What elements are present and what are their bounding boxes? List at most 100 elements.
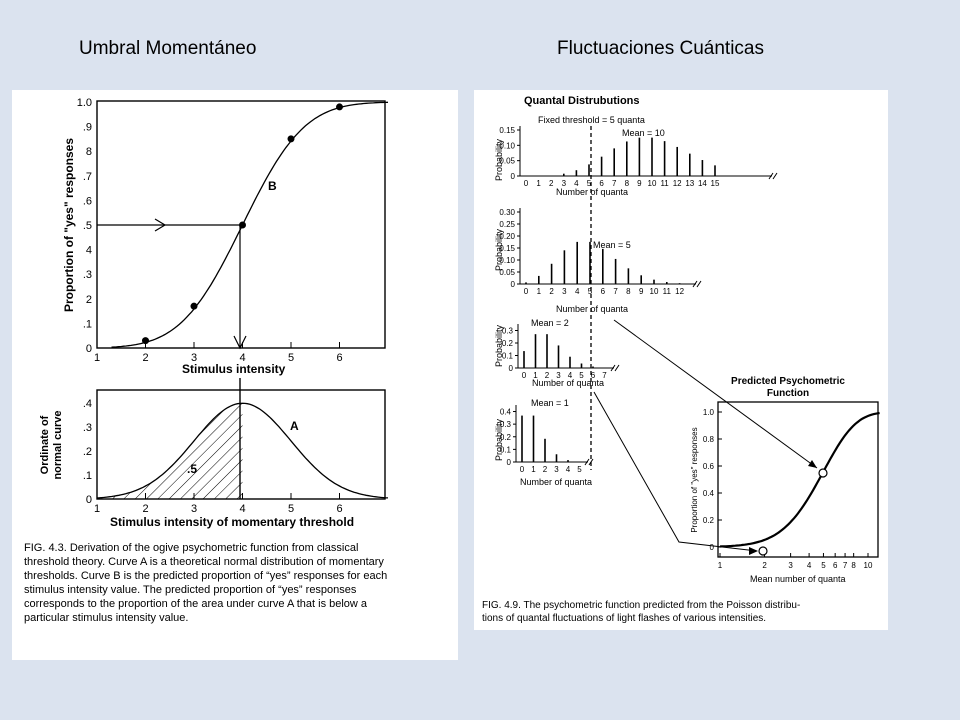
- y-tick-label: 0.25: [499, 220, 515, 229]
- x-tick-label: 4: [239, 352, 245, 364]
- x-tick-label: 11: [660, 179, 669, 188]
- x-tick-label: 15: [711, 179, 720, 188]
- y-tick-label: .3: [83, 269, 92, 281]
- y-tick-label: 0.1: [500, 445, 512, 454]
- x-tick-label: 1: [531, 465, 536, 474]
- x-tick-label: 5: [577, 465, 582, 474]
- x-tick-label: 5: [588, 287, 593, 296]
- bottom-y-axis-label-2: normal curve: [52, 410, 64, 479]
- x-tick-label: 3: [556, 371, 561, 380]
- x-tick-label: 5: [288, 352, 294, 364]
- x-tick-label: 6: [599, 179, 604, 188]
- x-tick-label: 3: [191, 503, 197, 515]
- y-tick-label: 0: [507, 458, 512, 467]
- psycho-title-1: Predicted Psychometric: [731, 376, 845, 387]
- x-tick-label: 12: [673, 179, 682, 188]
- y-tick-label: 0.8: [703, 435, 715, 444]
- psycho-y-axis-label: Proportion of "yes" responses: [690, 427, 699, 532]
- y-tick-label: .3: [83, 422, 92, 434]
- x-tick-label: 6: [336, 503, 342, 515]
- y-tick-label: 0.30: [499, 208, 515, 217]
- caption-line: FIG. 4.9. The psychometric function pred…: [482, 600, 800, 611]
- x-tick-label: 7: [613, 287, 618, 296]
- curve-a-shaded-area: [97, 403, 243, 499]
- bottom-x-axis-label: Stimulus intensity of momentary threshol…: [110, 515, 354, 529]
- x-tick-label: 3: [562, 179, 567, 188]
- top-y-axis-label: Proportion of "yes" responses: [62, 138, 76, 312]
- y-tick-label: 0: [86, 343, 92, 355]
- y-tick-label: .4: [83, 398, 92, 410]
- y-axis-label: Probability: [494, 138, 504, 181]
- x-tick-label: 5: [587, 179, 592, 188]
- x-tick-label: 2: [762, 561, 767, 570]
- x-tick-label: 4: [807, 561, 812, 570]
- y-tick-label: 0.15: [499, 244, 515, 253]
- mean-label: Mean = 5: [593, 240, 631, 250]
- x-tick-label: 10: [648, 179, 657, 188]
- y-tick-label: 0.4: [703, 489, 715, 498]
- x-tick-label: 0: [522, 371, 527, 380]
- y-tick-label: 1.0: [703, 408, 715, 417]
- x-tick-label: 5: [288, 503, 294, 515]
- x-tick-label: 7: [843, 561, 848, 570]
- x-tick-label: 1: [94, 352, 100, 364]
- bottom-y-ticks: 0.1.2.3.4: [83, 398, 92, 506]
- y-tick-label: 0.2: [703, 516, 715, 525]
- y-tick-label: 0: [710, 543, 715, 552]
- caption-line: thresholds. Curve B is the predicted pro…: [24, 570, 387, 582]
- x-tick-label: 5: [821, 561, 826, 570]
- y-tick-label: .9: [83, 122, 92, 134]
- x-tick-label: 6: [336, 352, 342, 364]
- data-point: [239, 221, 246, 229]
- x-tick-label: 1: [537, 287, 542, 296]
- x-tick-label: 9: [639, 287, 644, 296]
- x-axis-label: Number of quanta: [556, 304, 628, 314]
- x-tick-label: 1: [94, 503, 100, 515]
- x-tick-label: 2: [545, 371, 550, 380]
- caption-line: FIG. 4.3. Derivation of the ogive psycho…: [24, 542, 358, 554]
- x-tick-label: 8: [626, 287, 631, 296]
- distribution-mean-2: Mean = 2 Probability Number of quanta 00…: [494, 318, 620, 388]
- x-tick-label: 3: [191, 352, 197, 364]
- x-tick-label: 5: [579, 371, 584, 380]
- y-tick-label: 4: [86, 245, 92, 257]
- y-tick-label: 0: [511, 172, 516, 181]
- y-tick-label: 0.15: [499, 126, 515, 135]
- fig-4-9-figure: Quantal Distrubutions Fixed threshold = …: [482, 95, 880, 624]
- quantal-title: Quantal Distrubutions: [524, 95, 640, 107]
- x-tick-label: 4: [566, 465, 571, 474]
- x-tick-label: 10: [864, 561, 873, 570]
- x-axis-label: Number of quanta: [520, 477, 592, 487]
- y-tick-label: .1: [83, 318, 92, 330]
- x-tick-label: 3: [788, 561, 793, 570]
- fig-4-3-caption: FIG. 4.3. Derivation of the ogive psycho…: [24, 542, 387, 624]
- axis-break-mark: [584, 458, 594, 466]
- x-tick-label: 6: [601, 287, 606, 296]
- y-tick-label: 0.10: [499, 256, 515, 265]
- y-tick-label: 0.05: [499, 268, 515, 277]
- area-label: .5: [187, 462, 197, 476]
- caption-line: stimulus intensity value. The predicted …: [24, 584, 357, 596]
- bottom-y-axis-label-1: Ordinate of: [39, 415, 51, 474]
- psycho-x-axis-label: Mean number of quanta: [750, 574, 846, 584]
- x-tick-label: 3: [554, 465, 559, 474]
- y-axis-label: Probability: [494, 418, 504, 461]
- x-axis-label: Number of quanta: [532, 378, 604, 388]
- y-tick-label: 0.3: [502, 327, 514, 336]
- y-tick-label: .2: [83, 446, 92, 458]
- x-tick-label: 8: [625, 179, 630, 188]
- point-mean-5: [818, 468, 828, 478]
- curve-a: [96, 402, 389, 499]
- arrow-head: [808, 460, 817, 468]
- curve-b-points: [142, 103, 343, 345]
- x-tick-label: 4: [574, 179, 579, 188]
- data-point: [142, 337, 149, 345]
- caption-line: corresponds to the proportion of the are…: [24, 598, 368, 610]
- psycho-plot-frame: [717, 401, 879, 558]
- psycho-y-ticks: 00.20.40.60.81.0: [703, 408, 722, 552]
- y-tick-label: 0: [511, 280, 516, 289]
- mean-label: Mean = 10: [622, 128, 665, 138]
